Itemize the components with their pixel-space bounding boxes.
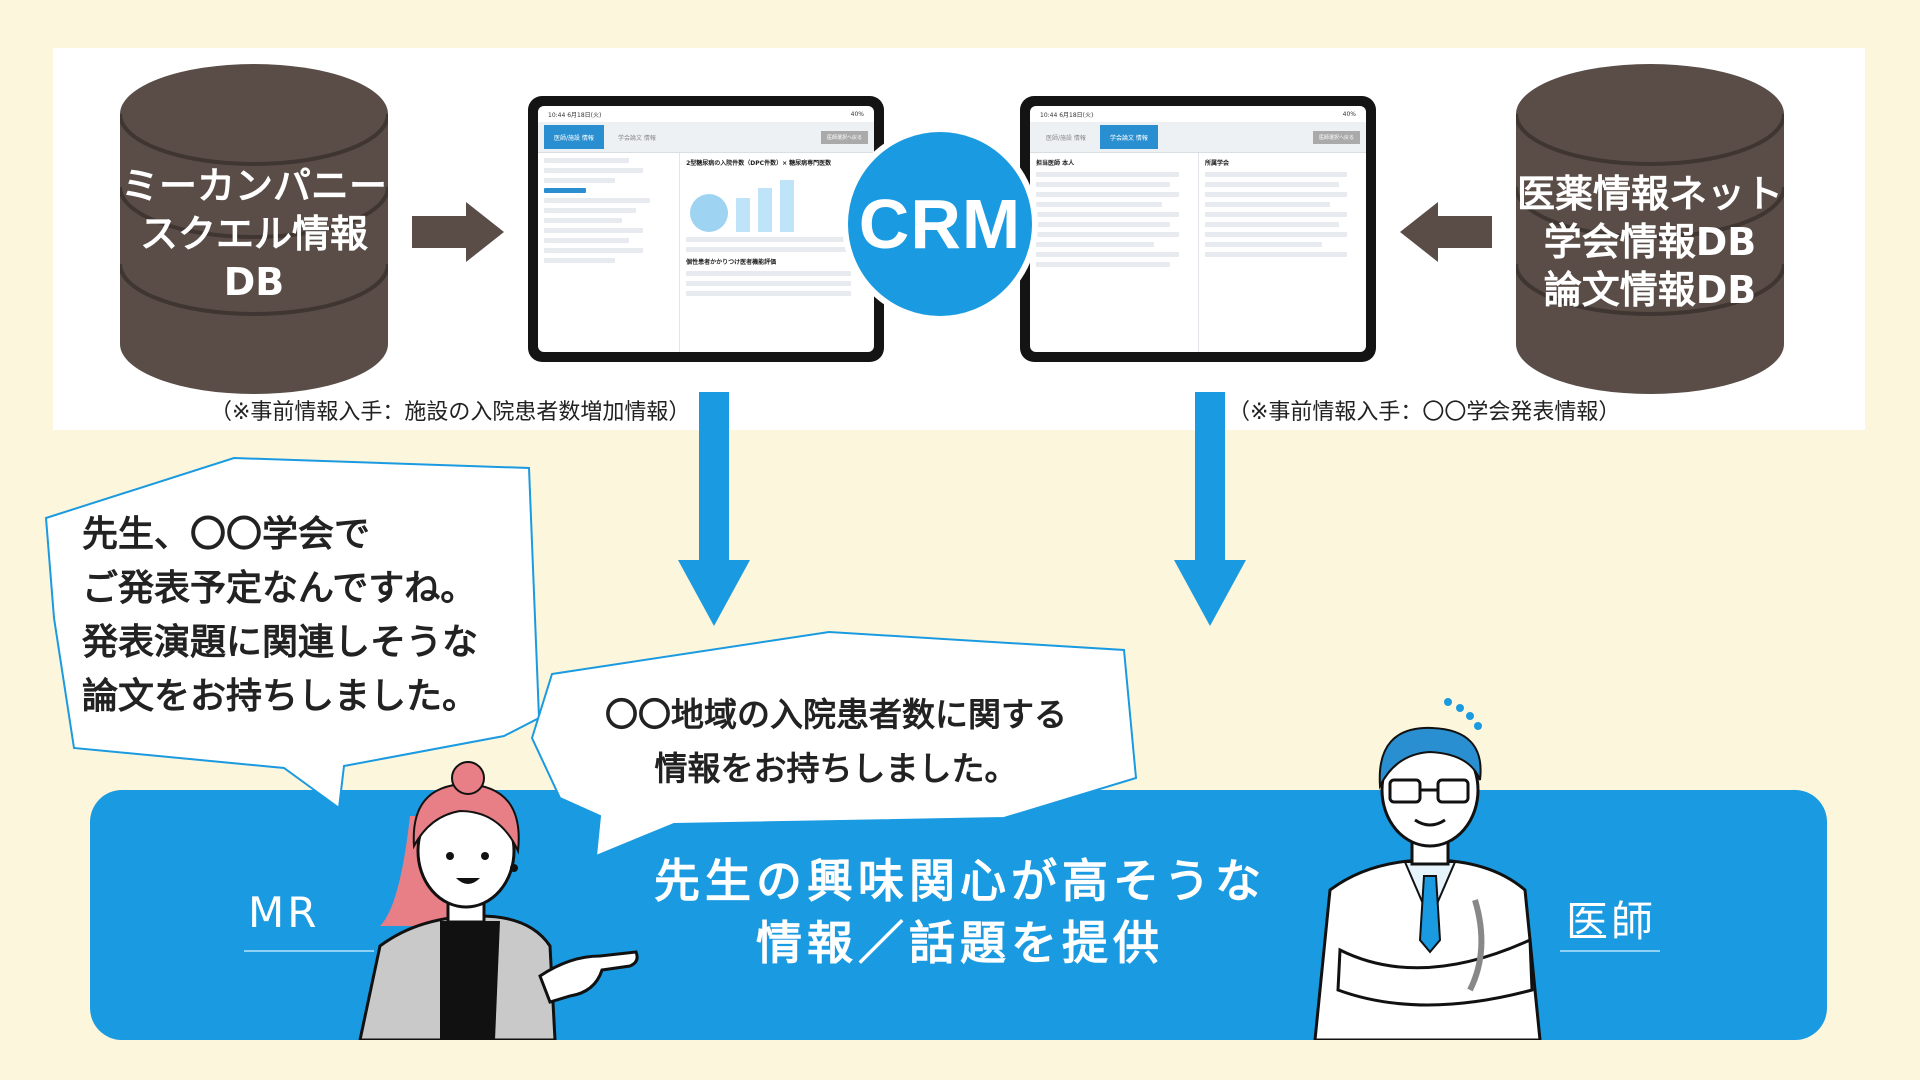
speech-bubble-center	[530, 630, 1138, 858]
banner-line: 情報／話題を提供	[756, 916, 1164, 970]
tab-conference-paper[interactable]: 学会論文 情報	[1099, 125, 1158, 149]
column-title: 所属学会	[1205, 160, 1230, 167]
tab-doctor-facility[interactable]: 医師/施設 情報	[1046, 134, 1086, 142]
crm-circle: CRM	[842, 126, 1038, 322]
mini-bar-chart	[690, 172, 864, 232]
arrow-left-icon	[1400, 202, 1492, 262]
db-line: スクエル情報	[139, 212, 368, 256]
bubble-left-text: 先生、〇〇学会で ご発表予定なんですね。 発表演題に関連しそうな 論文をお持ちし…	[82, 508, 478, 724]
bubble-line: 論文をお持ちしました。	[82, 676, 479, 717]
doctor-illustration	[1313, 698, 1542, 1040]
db-line: 論文情報DB	[1543, 268, 1757, 312]
section-title-2: 個性患者かかりつけ医者機能評価	[686, 259, 777, 266]
mr-woman-illustration	[358, 761, 639, 1040]
arrow-right-icon	[412, 202, 504, 262]
db-line: 学会情報DB	[1543, 220, 1757, 264]
role-underline	[1560, 950, 1660, 952]
status-battery: 40%	[850, 110, 864, 118]
db-line: DB	[223, 260, 285, 304]
right-database: 医薬情報ネット 学会情報DB 論文情報DB	[1514, 64, 1786, 394]
banner-message: 先生の興味関心が高そうな 情報／話題を提供	[580, 850, 1340, 974]
role-mr: MR	[248, 888, 320, 937]
arrow-down-icon	[1174, 392, 1246, 626]
bubble-center-text: 〇〇地域の入院患者数に関する 情報をお持ちしました。	[556, 688, 1116, 796]
bubble-line: 情報をお持ちしました。	[654, 749, 1018, 788]
crm-label: CRM	[858, 185, 1022, 263]
tablet-screen: 10:44 6月18日(火) 40% 医師/施設 情報 学会論文 情報 医師選択…	[538, 106, 874, 352]
back-button[interactable]: 医師選択へ戻る	[820, 130, 868, 144]
db-line: 医薬情報ネット	[1516, 172, 1783, 216]
column-title: 担当医師 本人	[1036, 160, 1075, 167]
speech-bubble-left	[44, 456, 541, 810]
database-icon	[118, 64, 390, 394]
status-time: 10:44 6月18日(火)	[1040, 111, 1094, 119]
left-database: ミーカンパニー スクエル情報 DB	[118, 64, 390, 394]
right-tablet: 10:44 6月18日(火) 40% 医師/施設 情報 学会論文 情報 医師選択…	[1020, 96, 1376, 362]
role-underline	[244, 950, 374, 952]
bubble-line: 発表演題に関連しそうな	[82, 622, 479, 663]
status-time: 10:44 6月18日(火)	[548, 111, 602, 119]
left-tablet: 10:44 6月18日(火) 40% 医師/施設 情報 学会論文 情報 医師選択…	[528, 96, 884, 362]
database-icon	[1514, 64, 1786, 394]
right-note: （※事前情報入手：〇〇学会発表情報）	[1228, 400, 1621, 425]
left-note: （※事前情報入手：施設の入院患者数増加情報）	[210, 400, 691, 425]
arrow-down-icon	[678, 392, 750, 626]
section-title: 2型糖尿病の入院件数（DPC件数）× 糖尿病専門医数	[686, 160, 832, 167]
status-battery: 40%	[1342, 110, 1356, 118]
tab-conference-paper[interactable]: 学会論文 情報	[617, 134, 656, 142]
banner-line: 先生の興味関心が高そうな	[654, 854, 1266, 908]
bubble-line: 先生、〇〇学会で	[82, 514, 371, 555]
tab-doctor-facility[interactable]: 医師/施設 情報	[544, 125, 604, 149]
bubble-line: ご発表予定なんですね。	[82, 568, 477, 609]
db-line: ミーカンパニー	[120, 164, 387, 208]
role-doctor: 医師	[1566, 897, 1657, 946]
back-button[interactable]: 医師選択へ戻る	[1312, 130, 1360, 144]
tablet-screen: 10:44 6月18日(火) 40% 医師/施設 情報 学会論文 情報 医師選択…	[1030, 106, 1366, 352]
bubble-line: 〇〇地域の入院患者数に関する	[605, 695, 1067, 734]
